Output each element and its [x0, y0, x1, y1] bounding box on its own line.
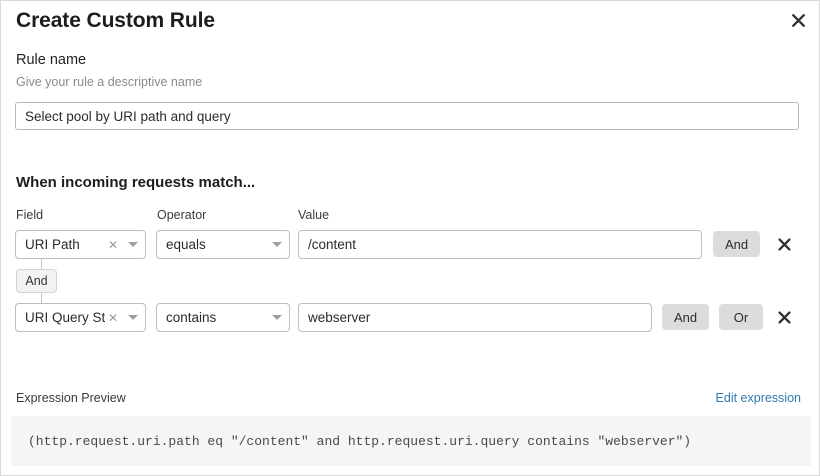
- value-input-0[interactable]: [298, 230, 702, 259]
- column-header-value: Value: [298, 208, 330, 222]
- operator-select-0[interactable]: equals: [156, 230, 290, 259]
- expression-preview-code: (http.request.uri.path eq "/content" and…: [11, 416, 811, 466]
- column-header-field: Field: [16, 208, 44, 222]
- column-header-operator: Operator: [157, 208, 207, 222]
- and-button-0[interactable]: And: [713, 231, 761, 257]
- chevron-down-icon[interactable]: [265, 315, 289, 320]
- dialog-title: Create Custom Rule: [16, 9, 215, 32]
- clear-icon[interactable]: ✕: [107, 310, 119, 325]
- edit-expression-link[interactable]: Edit expression: [715, 391, 801, 405]
- rule-name-input[interactable]: [15, 102, 799, 130]
- group-connector-and-chip[interactable]: And: [16, 269, 57, 293]
- delete-icon[interactable]: [773, 302, 795, 332]
- field-select-value-0: URI Path: [25, 237, 80, 252]
- delete-glyph: [777, 237, 791, 251]
- operator-select-1[interactable]: contains: [156, 303, 290, 332]
- condition-row: URI Path ✕ equals And: [1, 229, 819, 260]
- chevron-down-icon[interactable]: [265, 242, 289, 247]
- match-section-heading: When incoming requests match...: [16, 174, 256, 191]
- clear-icon[interactable]: ✕: [107, 237, 119, 252]
- chevron-down-icon[interactable]: [121, 315, 145, 320]
- condition-row: URI Query St... ✕ contains And Or: [1, 302, 819, 333]
- field-select-value-1: URI Query St...: [25, 310, 105, 325]
- close-icon[interactable]: [785, 7, 811, 33]
- delete-glyph: [777, 310, 791, 324]
- chevron-down-icon[interactable]: [121, 242, 145, 247]
- field-select-1[interactable]: URI Query St... ✕: [15, 303, 146, 332]
- expression-preview-label: Expression Preview: [16, 391, 126, 405]
- and-button-1[interactable]: And: [662, 304, 710, 330]
- operator-select-value-0: equals: [166, 237, 206, 252]
- delete-icon[interactable]: [773, 229, 795, 259]
- or-button-1[interactable]: Or: [719, 304, 763, 330]
- field-select-0[interactable]: URI Path ✕: [15, 230, 146, 259]
- value-input-1[interactable]: [298, 303, 652, 332]
- operator-select-value-1: contains: [166, 310, 217, 325]
- rule-name-help-text: Give your rule a descriptive name: [16, 75, 203, 89]
- rule-name-label: Rule name: [16, 52, 87, 68]
- close-glyph: [791, 13, 805, 27]
